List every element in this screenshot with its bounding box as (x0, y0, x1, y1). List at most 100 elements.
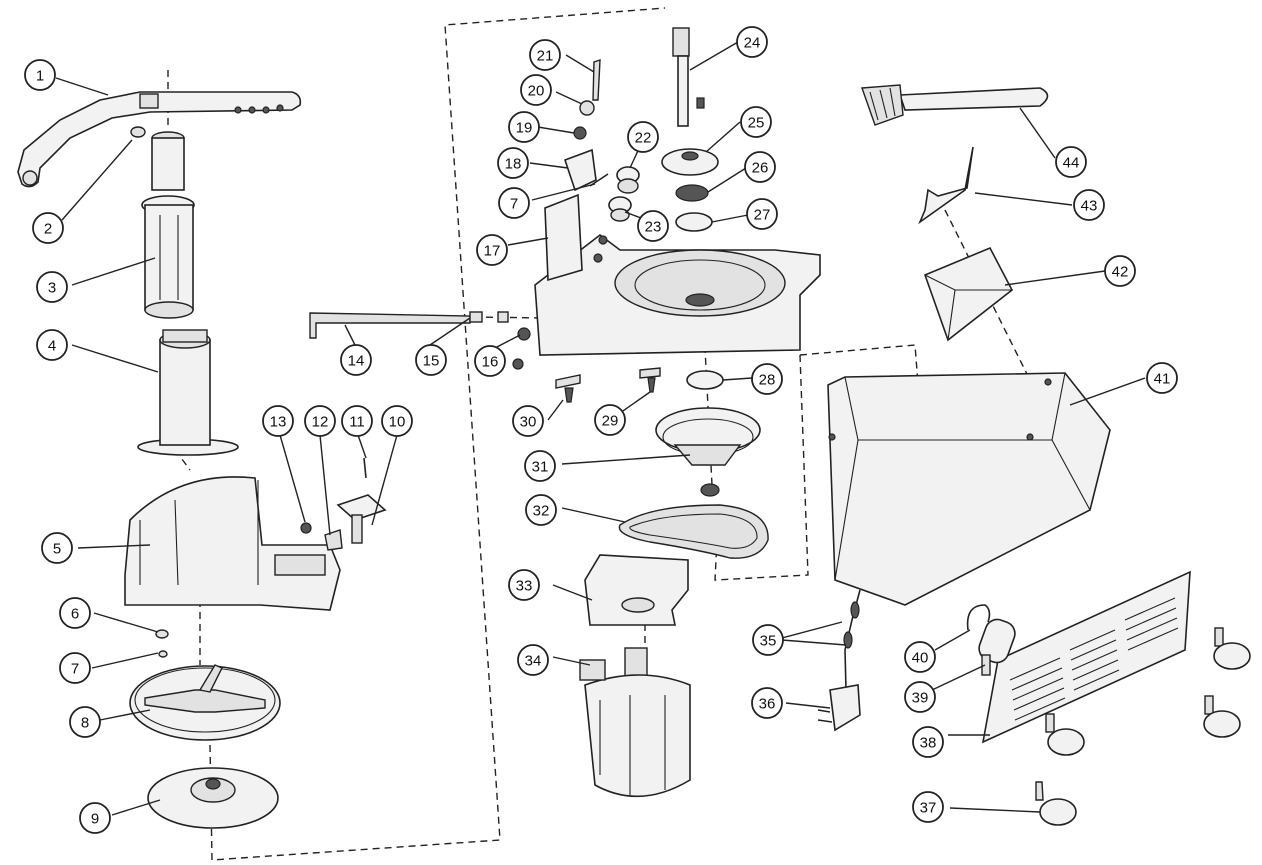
callout-number: 41 (1154, 371, 1171, 388)
callout-number: 27 (754, 207, 771, 224)
callout-7: 7 (59, 652, 91, 684)
capacitor-clamp (966, 604, 991, 631)
callout-number: 1 (36, 68, 44, 85)
callout-number: 3 (48, 280, 56, 297)
callout-43: 42 (1104, 255, 1136, 287)
rubber-foot-b (1203, 695, 1241, 738)
callout-circle (41, 532, 73, 564)
callout-circle (524, 450, 556, 482)
callout-circle (746, 198, 778, 230)
callout-circle (1055, 146, 1087, 178)
callout-number: 25 (748, 115, 765, 132)
callout-3: 3 (36, 271, 68, 303)
callout-circle (744, 151, 776, 183)
callout-31: 30 (512, 405, 544, 437)
callout-circle (415, 344, 447, 376)
callout-number: 29 (602, 413, 619, 430)
callout-circle (59, 652, 91, 684)
clip-30 (555, 374, 581, 403)
callout-circle (751, 687, 783, 719)
callout-number: 20 (528, 83, 545, 100)
callout-number: 17 (484, 243, 501, 260)
callout-15: 15 (415, 344, 447, 376)
feed-tube (137, 329, 239, 456)
callout-number: 7 (510, 196, 518, 213)
callout-29: 28 (751, 363, 783, 395)
callout-2: 2 (32, 212, 64, 244)
callout-14: 14 (340, 344, 372, 376)
callout-number: 24 (744, 35, 761, 52)
callout-13: 13 (262, 405, 294, 437)
callout-22: 21 (529, 39, 561, 71)
callout-circle (904, 641, 936, 673)
callout-36: 35 (752, 624, 784, 656)
lever-handle (17, 91, 302, 188)
callout-number: 35 (760, 633, 777, 650)
motor-bracket (584, 554, 689, 626)
callout-circle (736, 26, 768, 58)
callout-30: 29 (594, 404, 626, 436)
tension-bracket (563, 148, 597, 192)
callout-number: 16 (482, 354, 499, 371)
callout-number: 18 (505, 156, 522, 173)
callout-9: 9 (79, 802, 111, 834)
callout-27: 26 (744, 151, 776, 183)
callout-circle (262, 405, 294, 437)
capacitor (978, 618, 1016, 676)
callout-number: 12 (312, 414, 329, 431)
callout-number: 15 (423, 353, 440, 370)
callout-28: 27 (746, 198, 778, 230)
callout-circle (520, 74, 552, 106)
callout-circle (525, 494, 557, 526)
callout-number: 9 (91, 811, 99, 828)
callout-number: 37 (920, 800, 937, 817)
frame-nut-b (512, 358, 524, 370)
callout-circle (637, 210, 669, 242)
callout-33: 32 (525, 494, 557, 526)
collection-box (923, 246, 1014, 342)
callout-number: 23 (645, 219, 662, 236)
power-cord (817, 589, 861, 732)
callout-1: 1 (24, 59, 56, 91)
callout-32: 31 (524, 450, 556, 482)
pivot-rod (309, 312, 471, 339)
handle-nut (130, 126, 146, 138)
callout-circle (79, 802, 111, 834)
callout-number: 8 (81, 715, 89, 732)
callout-number: 4 (48, 338, 56, 355)
callout-number: 31 (532, 459, 549, 476)
cleaning-brush (861, 84, 1049, 126)
callout-circle (498, 187, 530, 219)
callout-circle (340, 344, 372, 376)
callout-circle (627, 121, 659, 153)
callout-44: 43 (1073, 189, 1105, 221)
callout-number: 21 (537, 48, 554, 65)
callout-25: 24 (736, 26, 768, 58)
callout-39: 38 (912, 726, 944, 758)
drive-disc (147, 767, 279, 829)
callout-16: 16 (474, 345, 506, 377)
callout-circle (59, 597, 91, 629)
latch-pin (363, 457, 367, 479)
callout-18: 18 (497, 147, 529, 179)
leader-lines (55, 41, 1146, 816)
callout-number: 7 (71, 661, 79, 678)
callout-number: 10 (389, 414, 406, 431)
cover-screw (300, 522, 312, 534)
callout-circle (381, 405, 413, 437)
callout-40: 39 (904, 681, 936, 713)
screw-21 (592, 59, 601, 101)
callout-circle (1073, 189, 1105, 221)
callout-circle (740, 106, 772, 138)
callout-circle (904, 681, 936, 713)
washer-20 (579, 100, 595, 116)
callout-number: 40 (912, 650, 929, 667)
callout-circle (594, 404, 626, 436)
callout-24: 23 (637, 210, 669, 242)
idler-pulley-22 (616, 166, 640, 194)
safety-latch (336, 494, 387, 544)
callout-circle (1104, 255, 1136, 287)
callout-19: 7 (498, 187, 530, 219)
callout-circle (912, 791, 944, 823)
callout-35: 34 (517, 644, 549, 676)
